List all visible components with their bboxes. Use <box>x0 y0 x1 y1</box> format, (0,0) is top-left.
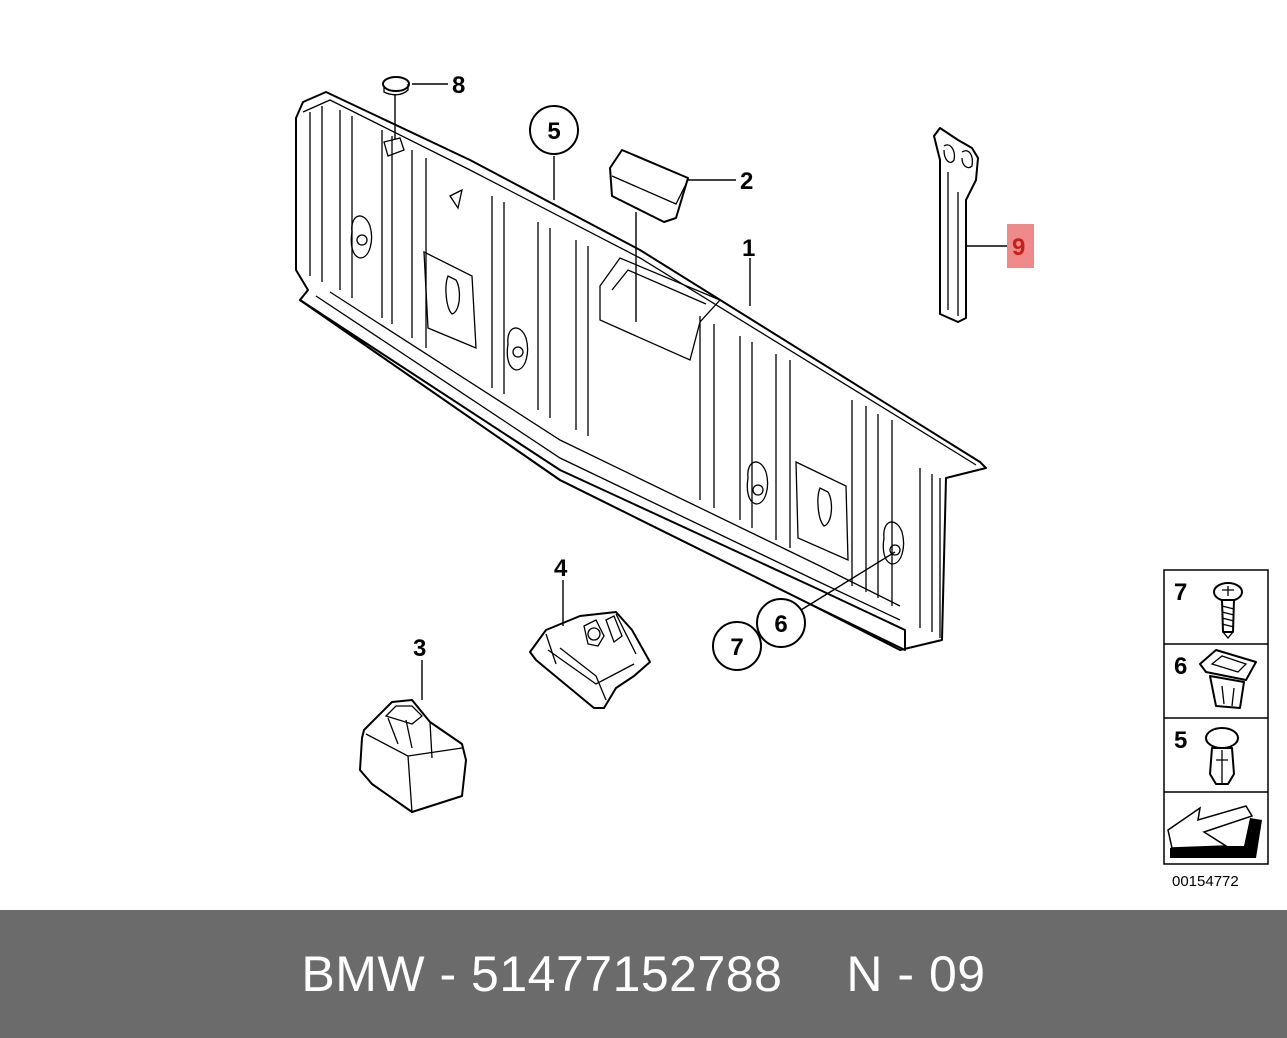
callout-7-label: 7 <box>730 634 743 661</box>
footer-bar: BMW - 51477152788 N - 09 <box>0 910 1287 1038</box>
label-8: 8 <box>452 72 465 99</box>
trim-strip-part <box>933 127 979 323</box>
legend-number-6: 6 <box>1174 653 1187 680</box>
legend-number-7: 7 <box>1174 579 1187 606</box>
position-text: N - 09 <box>846 946 986 1002</box>
label-4: 4 <box>554 555 568 582</box>
label-1: 1 <box>742 235 755 262</box>
pad-part <box>609 149 689 223</box>
fastener-legend: 7 6 5 <box>1163 569 1269 865</box>
lock-bracket-part <box>529 611 651 709</box>
leader-lines <box>394 83 1008 700</box>
part-number-text: BMW - 51477152788 <box>301 946 783 1002</box>
label-9-highlight <box>1007 224 1034 268</box>
legend-number-5: 5 <box>1174 727 1187 754</box>
arrow-icon <box>1167 805 1262 858</box>
clip-nut-icon <box>1199 649 1257 709</box>
plug-part <box>382 76 410 96</box>
diagram-code: 00154772 <box>1172 873 1239 890</box>
callout-7: 7 <box>712 621 762 671</box>
expanding-rivet-icon <box>1205 727 1239 785</box>
footer-text: BMW - 51477152788 N - 09 <box>301 945 985 1003</box>
sill-trim-panel <box>295 91 987 651</box>
callout-5: 5 <box>529 105 579 155</box>
label-3: 3 <box>413 635 426 662</box>
callout-6: 6 <box>756 598 806 648</box>
callout-6-label: 6 <box>774 611 787 638</box>
label-2: 2 <box>740 168 753 195</box>
parts-diagram: 5 6 7 8 2 1 4 3 9 7 6 5 <box>295 72 1269 890</box>
screw-icon <box>1213 582 1243 640</box>
bracket-block-part <box>359 699 467 813</box>
label-9: 9 <box>1012 234 1025 261</box>
callout-5-label: 5 <box>547 118 560 145</box>
